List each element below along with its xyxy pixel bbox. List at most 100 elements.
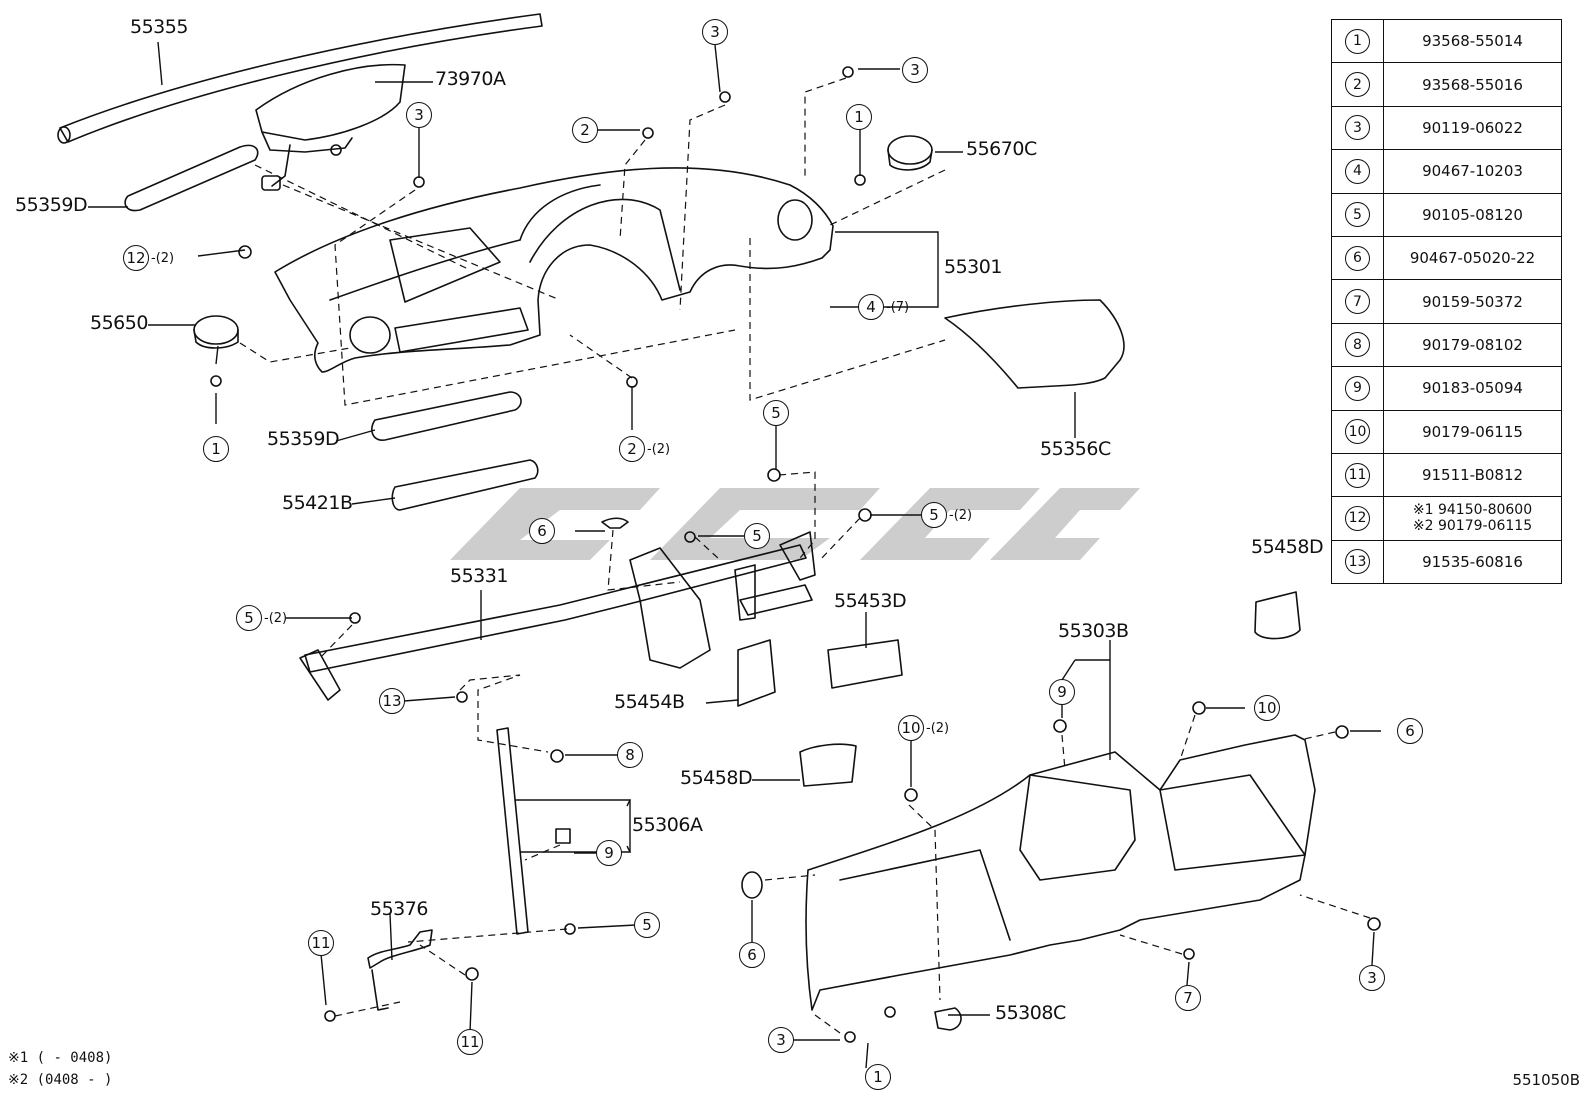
part-number: 90179-08102 xyxy=(1383,322,1562,368)
callout-3: 3 xyxy=(1359,965,1385,991)
lower-trim-panel-drawing xyxy=(371,391,522,441)
solid-leaders xyxy=(88,41,1381,1069)
callout-10: 10 xyxy=(898,715,924,741)
lower-bracket-drawing xyxy=(367,929,433,1011)
lower-garnish-drawing xyxy=(391,459,539,511)
table-row: 2 93568-55016 xyxy=(1331,62,1562,107)
dashed-leaders xyxy=(239,77,1371,1034)
diagram-code: 551050B xyxy=(1512,1071,1580,1089)
callout-9: 9 xyxy=(596,840,622,866)
part-number: 90179-06115 xyxy=(1383,409,1562,454)
part-label-upper-trim: 55359D xyxy=(15,194,88,216)
callout-12: 12 xyxy=(123,245,149,271)
part-number: 90159-50372 xyxy=(1383,279,1562,324)
part-number: ※1 94150-80600 xyxy=(1412,502,1533,519)
reinforcement-beam-drawing xyxy=(299,531,816,701)
parts-reference-table: 1 93568-55014 2 93568-55016 3 90119-06022 4… xyxy=(1331,18,1562,585)
ref-number: 11 xyxy=(1345,462,1370,488)
clip-drawing xyxy=(934,1007,962,1031)
callout-2: 2 xyxy=(619,436,645,462)
table-row: 8 90179-08102 xyxy=(1331,322,1562,368)
footnote-1: ※1 ( - 0408) xyxy=(8,1050,113,1066)
defroster-strip-drawing xyxy=(57,13,543,144)
callout-6: 6 xyxy=(1397,718,1423,744)
callout-3: 3 xyxy=(406,102,432,128)
passenger-panel-drawing xyxy=(944,299,1125,389)
table-row: 1 93568-55014 xyxy=(1331,18,1562,64)
part-label-duct: 55453D xyxy=(834,590,907,612)
right-vent-drawing xyxy=(887,135,933,171)
part-label-lower-garnish: 55421B xyxy=(282,492,353,514)
table-row: 10 90179-06115 xyxy=(1331,409,1562,454)
callout-5: 5 xyxy=(763,400,789,426)
part-label-pad-left: 55458D xyxy=(680,767,753,789)
callout-13: 13 xyxy=(379,688,405,714)
part-number: 93568-55014 xyxy=(1383,18,1562,64)
part-label-passenger-panel: 55356C xyxy=(1040,438,1111,460)
callout-3: 3 xyxy=(768,1027,794,1053)
ref-number: 4 xyxy=(1345,158,1370,184)
bracket-drawing xyxy=(737,639,776,707)
lower-dashboard-drawing xyxy=(805,734,1316,1011)
part-label-bracket: 55454B xyxy=(614,691,685,713)
callout-1: 1 xyxy=(846,104,872,130)
part-number-alt: ※2 90179-06115 xyxy=(1412,518,1533,535)
ref-number: 7 xyxy=(1345,289,1370,315)
quantity-note: -(2) xyxy=(264,611,288,626)
callout-6: 6 xyxy=(529,518,555,544)
table-row: 13 91535-60816 xyxy=(1331,539,1562,585)
ref-number: 1 xyxy=(1345,28,1370,54)
part-label-lower-trim: 55359D xyxy=(267,428,340,450)
ref-number: 3 xyxy=(1345,115,1370,141)
part-label-pad-right: 55458D xyxy=(1251,536,1324,558)
callout-9: 9 xyxy=(1049,679,1075,705)
ref-number: 13 xyxy=(1345,549,1370,575)
callout-11: 11 xyxy=(457,1029,483,1055)
callout-1: 1 xyxy=(203,436,229,462)
part-label-dashboard-panel: 55301 xyxy=(944,256,1002,278)
part-number: 90467-10203 xyxy=(1383,149,1562,194)
part-label-brace: 55306A xyxy=(632,814,703,836)
airbag-module-drawing xyxy=(255,63,406,191)
ref-number: 8 xyxy=(1345,332,1370,358)
table-row: 5 90105-08120 xyxy=(1331,192,1562,237)
duct-drawing xyxy=(827,639,903,689)
ref-number: 9 xyxy=(1345,375,1370,401)
callout-3: 3 xyxy=(902,57,928,83)
callout-8: 8 xyxy=(617,742,643,768)
callout-2: 2 xyxy=(572,117,598,143)
part-number: 90183-05094 xyxy=(1383,366,1562,411)
footnote-2: ※2 (0408 - ) xyxy=(8,1072,113,1088)
callout-1: 1 xyxy=(865,1064,891,1090)
callout-5: 5 xyxy=(744,523,770,549)
ref-number: 5 xyxy=(1345,202,1370,228)
part-number: 90467-05020-22 xyxy=(1383,235,1562,281)
part-number: 91535-60816 xyxy=(1383,539,1562,585)
callout-11: 11 xyxy=(308,930,334,956)
part-label-lower-dashboard: 55303B xyxy=(1058,620,1129,642)
quantity-note: -(7) xyxy=(886,300,910,315)
part-label-clip: 55308C xyxy=(995,1002,1066,1024)
table-row: 3 90119-06022 xyxy=(1331,105,1562,151)
table-row: 9 90183-05094 xyxy=(1331,366,1562,411)
part-label-right-vent: 55670C xyxy=(966,138,1037,160)
quantity-note: -(2) xyxy=(926,721,950,736)
callout-5: 5 xyxy=(634,912,660,938)
callout-5: 5 xyxy=(236,605,262,631)
watermark-logo xyxy=(450,488,1140,560)
part-label-defroster-strip: 55355 xyxy=(130,16,188,38)
ref-number: 12 xyxy=(1345,505,1370,531)
callout-3: 3 xyxy=(702,19,728,45)
pad-drawing xyxy=(799,591,1301,787)
ref-number: 6 xyxy=(1345,245,1370,271)
dashboard-panel-drawing xyxy=(274,167,834,373)
ref-number: 2 xyxy=(1345,72,1370,98)
part-number: 93568-55016 xyxy=(1383,62,1562,107)
part-number: 90119-06022 xyxy=(1383,105,1562,151)
upper-trim-panel-drawing xyxy=(124,144,259,212)
part-number: 90105-08120 xyxy=(1383,192,1562,237)
quantity-note: -(2) xyxy=(151,251,175,266)
ref-number: 10 xyxy=(1345,419,1370,445)
part-label-reinforcement: 55331 xyxy=(450,565,508,587)
